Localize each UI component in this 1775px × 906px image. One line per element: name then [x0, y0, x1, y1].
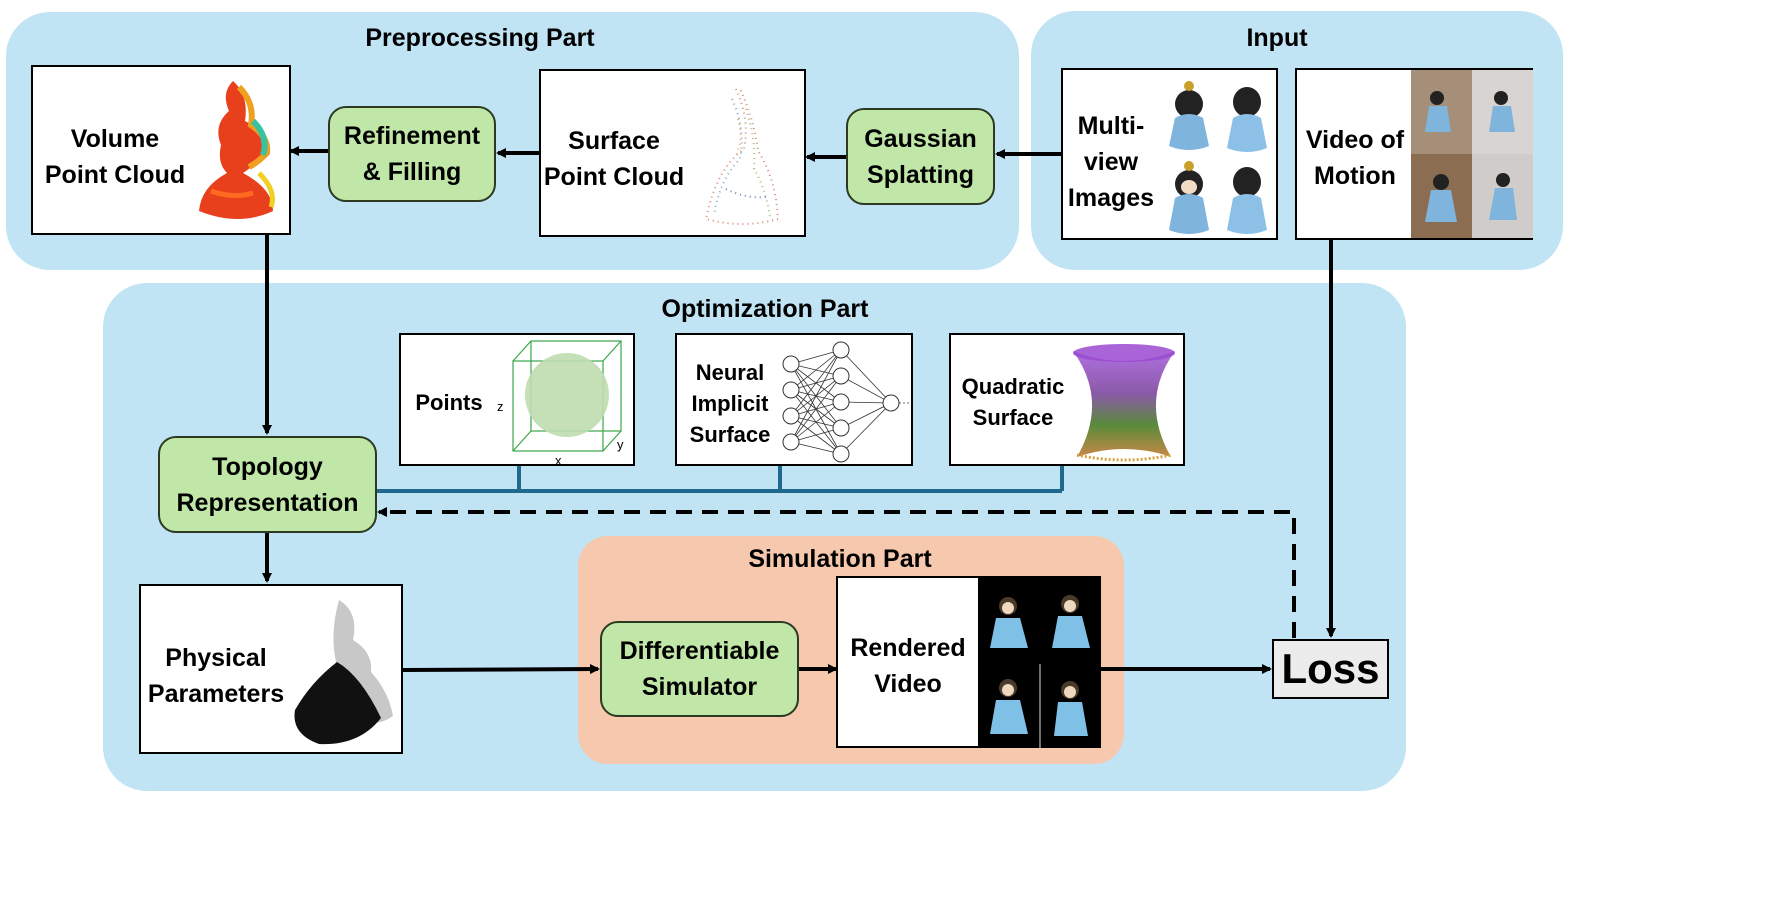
quadratic-surface-label: Quadratic Surface — [961, 374, 1065, 430]
input-title: Input — [1246, 24, 1308, 52]
differentiable-simulator-box: Differentiable Simulator — [600, 621, 799, 717]
multiview-images-box: Multi- view Images — [1061, 68, 1278, 240]
points-box: Points z y x — [399, 333, 635, 467]
multiview-images-label: Multi- view Images — [1067, 112, 1155, 212]
topology-representation-box: Topology Representation — [158, 436, 377, 533]
gaussian-splatting-box: Gaussian Splatting — [846, 108, 995, 205]
video-frame-doll-4 — [1489, 173, 1517, 220]
rendered-doll-1 — [990, 597, 1028, 648]
preprocessing-title: Preprocessing Part — [365, 24, 595, 52]
refinement-filling-box: Refinement & Filling — [328, 106, 496, 202]
video-frame-doll-3 — [1425, 174, 1457, 222]
physical-parameters-box: Physical Parameters — [139, 584, 403, 754]
rendered-doll-4 — [1054, 681, 1088, 736]
volume-point-cloud-image — [199, 81, 275, 219]
neural-network-diagram — [782, 341, 909, 463]
arrow-loss-feedback — [377, 507, 1296, 638]
video-frame-doll-1 — [1425, 91, 1451, 132]
doll-figure-2 — [1227, 87, 1267, 152]
simulation-title: Simulation Part — [748, 545, 932, 573]
neural-implicit-surface-label: Neural Implicit Surface — [689, 360, 771, 447]
surface-point-cloud-label: Surface Point Cloud — [543, 127, 685, 191]
neural-implicit-surface-box: Neural Implicit Surface — [675, 333, 913, 466]
optimization-title: Optimization Part — [661, 295, 869, 323]
points-label: Points — [415, 390, 483, 415]
axis-z-label: z — [497, 399, 504, 414]
doll-figure-1 — [1169, 81, 1209, 150]
video-of-motion-box: Video of Motion — [1295, 68, 1533, 240]
rendered-doll-3 — [990, 679, 1028, 734]
multiview-doll-images — [1169, 81, 1267, 234]
axis-y-label: y — [617, 437, 624, 452]
video-of-motion-label: Video of Motion — [1305, 126, 1405, 190]
rendered-video-frames — [978, 578, 1101, 748]
loss-box: Loss — [1272, 639, 1389, 699]
physical-parameters-label: Physical Parameters — [147, 644, 285, 708]
rendered-video-box: Rendered Video — [836, 576, 1101, 748]
surface-point-cloud-box: Surface Point Cloud — [539, 69, 806, 237]
doll-figure-3 — [1169, 161, 1209, 234]
quadratic-surface-box: Quadratic Surface — [949, 333, 1185, 466]
video-frame-doll-2 — [1489, 91, 1515, 132]
points-cube-diagram: z y x — [497, 340, 624, 467]
volume-point-cloud-label: Volume Point Cloud — [44, 125, 186, 189]
rendered-doll-2 — [1052, 595, 1090, 648]
volume-point-cloud-box: Volume Point Cloud — [31, 65, 291, 235]
rendered-video-label: Rendered Video — [850, 634, 966, 698]
physical-parameters-point-cloud — [294, 600, 393, 745]
axis-x-label: x — [555, 453, 562, 467]
arrow-physical-to-simulator — [402, 664, 600, 675]
topology-options-connector — [377, 465, 1064, 493]
surface-point-cloud-image — [704, 88, 780, 225]
video-frames-thumbnails — [1411, 70, 1533, 238]
doll-figure-4 — [1227, 167, 1267, 234]
quadratic-surface-image — [1073, 344, 1175, 462]
